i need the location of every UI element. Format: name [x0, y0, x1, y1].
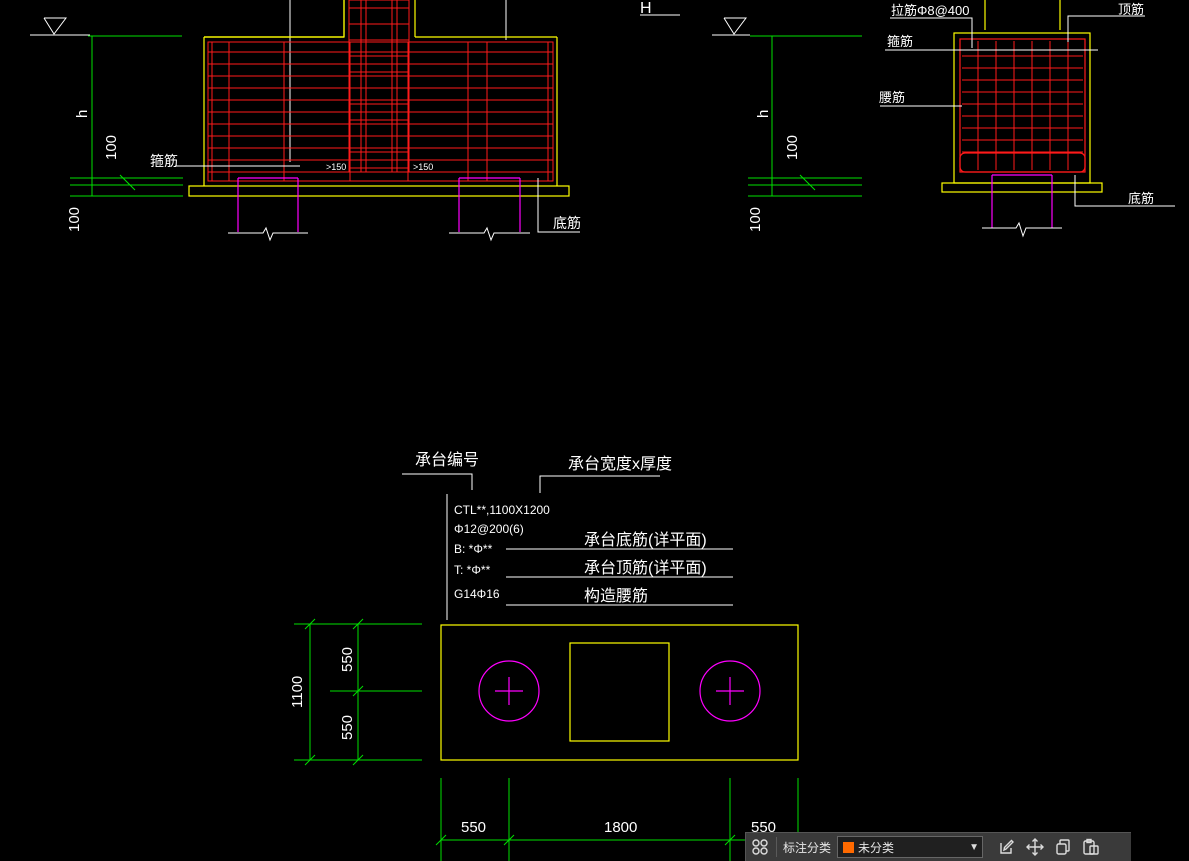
- pile-left: [478, 660, 540, 722]
- section-rebars: [962, 41, 1083, 170]
- cap-annotation: 承台编号 承台宽度x厚度 CTL**,1100X1200 Φ12@200(6) …: [402, 451, 733, 620]
- stirrup-label: 箍筋: [887, 34, 913, 49]
- category-label: 标注分类: [783, 840, 832, 855]
- bottom-bar-label: 底筋: [553, 215, 581, 231]
- h-marker: H: [640, 0, 652, 17]
- category-value: 未分类: [858, 840, 895, 855]
- pile-cap-outline: [204, 0, 345, 38]
- dim-upper-half: 550: [339, 647, 356, 672]
- note-top-bars: 承台顶筋(详平面): [584, 559, 707, 577]
- annotation-line-5: G14Φ16: [454, 587, 500, 601]
- note-bottom-bars: 承台底筋(详平面): [584, 531, 707, 549]
- lap-label-2: >150: [413, 162, 433, 172]
- dim-100-upper: 100: [784, 135, 801, 160]
- annotation-line-3: B: *Φ**: [454, 542, 493, 556]
- grid-icon[interactable]: [746, 833, 774, 861]
- column-rebars: [349, 0, 409, 172]
- cap-plan-outline: [440, 624, 799, 761]
- move-icon[interactable]: [1021, 833, 1049, 861]
- annotation-category-toolbar: 标注分类 未分类 ▼: [745, 832, 1131, 861]
- edit-icon[interactable]: [993, 833, 1021, 861]
- dim-right-span: 550: [751, 819, 776, 836]
- label-cap-number: 承台编号: [415, 451, 479, 469]
- pile-cap-plan: 1100 550 550 550 1800 550: [289, 618, 799, 861]
- annotation-line-1: CTL**,1100X1200: [454, 503, 550, 517]
- copy-icon[interactable]: [1049, 833, 1077, 861]
- paste-icon[interactable]: [1077, 833, 1105, 861]
- label-cap-size: 承台宽度x厚度: [568, 455, 672, 473]
- dim-lower-half: 550: [339, 715, 356, 740]
- dim-100-lower: 100: [747, 207, 764, 232]
- tie-label: 拉筋Φ8@400: [891, 3, 970, 18]
- chevron-down-icon: ▼: [969, 841, 979, 853]
- level-label: h: [755, 110, 772, 118]
- note-waist-bars: 构造腰筋: [584, 587, 648, 605]
- top-bar-label: 顶筋: [1118, 2, 1144, 17]
- category-select[interactable]: 未分类 ▼: [837, 836, 984, 858]
- lap-label-1: >150: [326, 162, 346, 172]
- level-label: h: [74, 110, 91, 118]
- category-color-swatch: [843, 841, 855, 853]
- dim-overall-height: 1100: [289, 676, 306, 708]
- separator: [776, 837, 777, 857]
- bottom-bar-label: 底筋: [1128, 191, 1154, 206]
- pile-right: [699, 660, 761, 722]
- dim-left-span: 550: [461, 819, 486, 836]
- annotation-line-4: T: *Φ**: [454, 563, 491, 577]
- stirrup-label: 箍筋: [150, 153, 178, 169]
- left-section-view: h 100 100 箍筋 >150 >150: [30, 0, 581, 242]
- dim-middle-span: 1800: [604, 819, 637, 836]
- waist-bar-label: 腰筋: [879, 90, 905, 105]
- dim-100-lower: 100: [66, 207, 83, 232]
- horizontal-rebars: [208, 51, 553, 173]
- vertical-rebars: [211, 42, 549, 181]
- right-section-view: H h 100 100 拉筋Φ8@400 顶筋 箍筋: [640, 0, 1175, 238]
- column-plan: [569, 642, 670, 742]
- annotation-line-2: Φ12@200(6): [454, 522, 524, 536]
- dim-100-upper: 100: [103, 135, 120, 160]
